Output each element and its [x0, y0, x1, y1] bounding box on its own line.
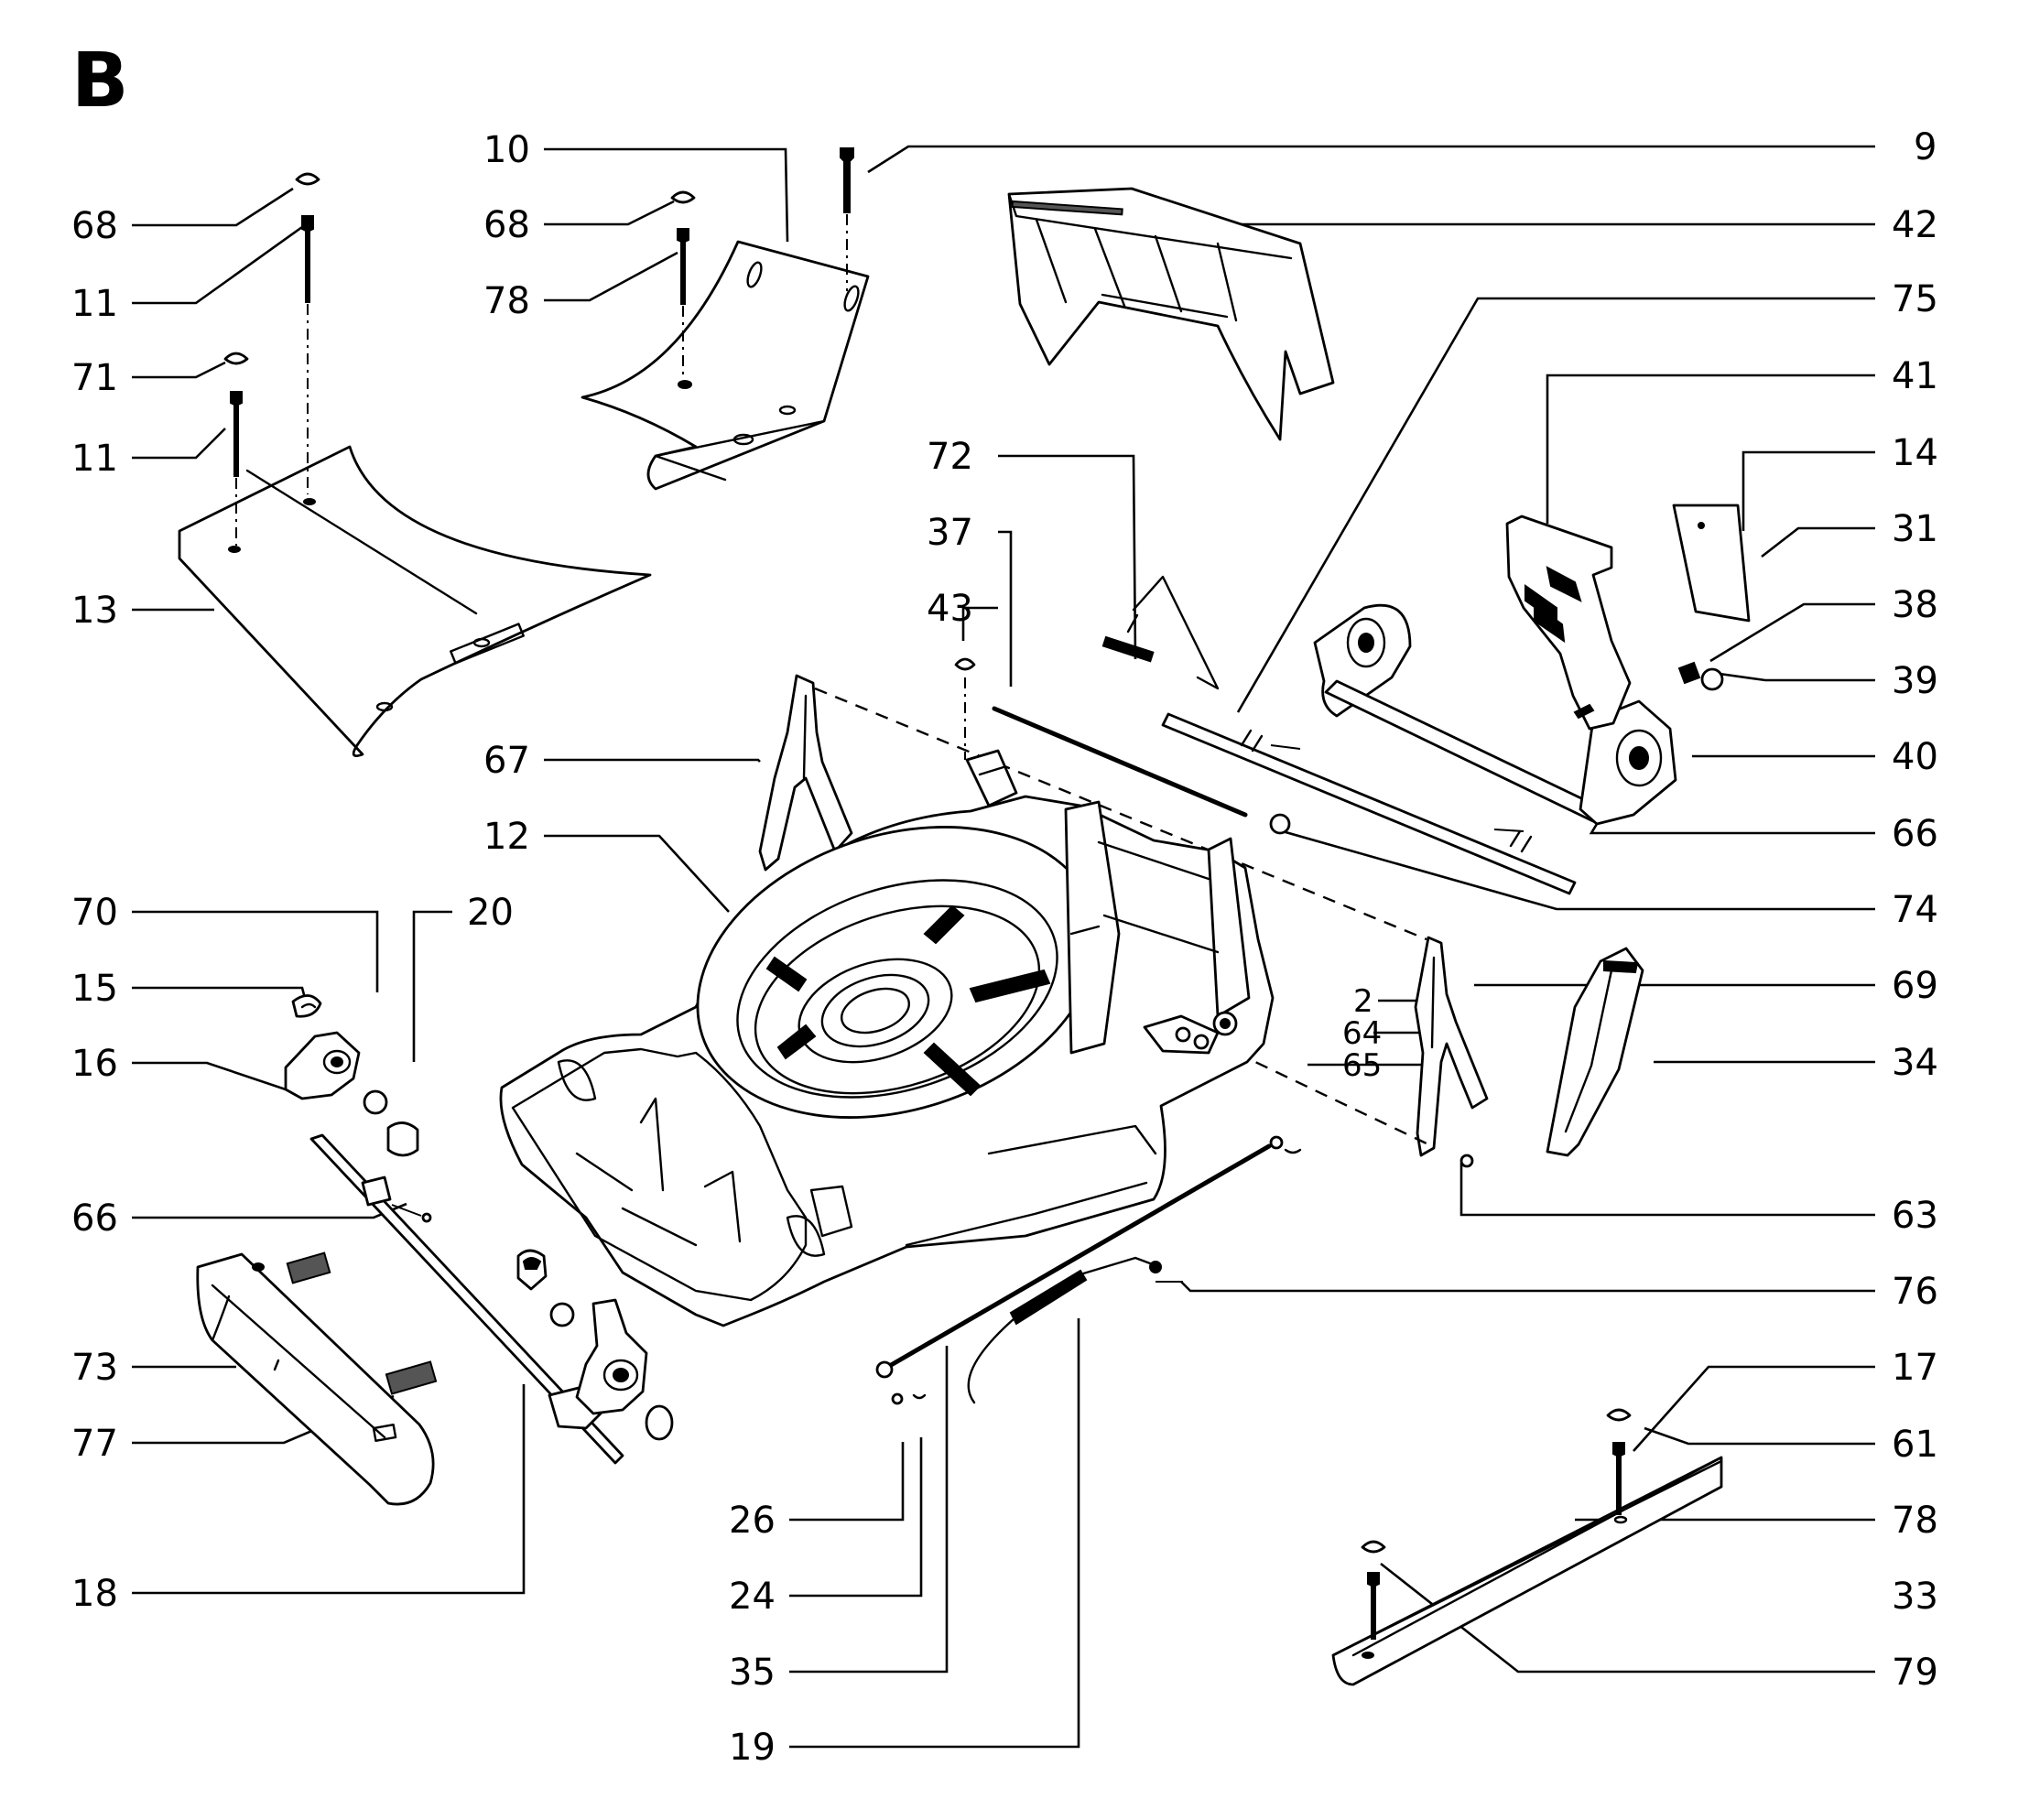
callout-13: 13	[71, 590, 118, 632]
part-14-31-cover-plate	[1672, 504, 1751, 691]
callout-33: 33	[1892, 1576, 1938, 1618]
callout-67: 67	[483, 740, 530, 782]
callout-68: 68	[71, 205, 118, 247]
callout-78: 78	[1892, 1500, 1938, 1542]
part-73-front-skid	[196, 1252, 435, 1506]
part-18-rear-axle-bracket	[516, 1249, 674, 1441]
callout-78: 78	[483, 280, 530, 322]
callout-74: 74	[1892, 889, 1938, 931]
callout-70: 70	[71, 892, 118, 934]
part-12-deck-housing	[499, 749, 1275, 1327]
callout-34: 34	[1892, 1042, 1938, 1084]
callout-68: 68	[483, 204, 530, 246]
part-75-axle	[1161, 712, 1577, 895]
callout-73: 73	[71, 1347, 118, 1389]
part-15-16-front-bracket	[284, 994, 419, 1157]
callout-19: 19	[729, 1727, 776, 1769]
part-42-deflector	[1007, 187, 1335, 441]
callout-26: 26	[729, 1500, 776, 1542]
screws-top-left	[223, 172, 320, 546]
part-10-bracket-plate	[580, 240, 870, 491]
callout-65: 65	[1342, 1047, 1382, 1084]
part-34-side-skid	[1546, 947, 1644, 1157]
callout-14: 14	[1892, 432, 1938, 474]
callout-72: 72	[927, 436, 973, 478]
callout-35: 35	[729, 1652, 776, 1694]
callout-64: 64	[1342, 1015, 1382, 1052]
callout-2: 2	[1353, 983, 1373, 1020]
callout-11: 11	[71, 438, 118, 480]
callout-66: 66	[1892, 813, 1938, 855]
callout-76: 76	[1892, 1271, 1938, 1313]
callout-71: 71	[71, 357, 118, 399]
callout-11: 11	[71, 283, 118, 325]
callout-17: 17	[1892, 1347, 1938, 1389]
part-69-height-link	[1414, 936, 1489, 1168]
screws-top-middle	[670, 147, 854, 379]
callout-61: 61	[1892, 1424, 1938, 1466]
part-18-front-axle	[309, 1133, 624, 1465]
part-72-clip	[1101, 575, 1220, 690]
callout-69: 69	[1892, 965, 1938, 1007]
callout-40: 40	[1892, 736, 1938, 778]
part-40-41-rear-axle-bracket	[1313, 515, 1677, 826]
callout-labels: 68 11 71 11 13 10 68 78 9 42 75 41 14 31…	[71, 126, 1938, 1769]
callout-10: 10	[483, 129, 530, 171]
callout-75: 75	[1892, 278, 1938, 320]
callout-39: 39	[1892, 660, 1938, 702]
screws-rear-bar	[1361, 1408, 1632, 1640]
callout-15: 15	[71, 968, 118, 1010]
callout-9: 9	[1914, 126, 1937, 168]
section-letter: B	[71, 38, 129, 125]
callout-12: 12	[483, 816, 530, 858]
part-35-cable-rod	[875, 1135, 1302, 1405]
part-77-pads	[286, 1251, 438, 1395]
part-33-rear-bar	[1331, 1456, 1723, 1686]
callout-66: 66	[71, 1197, 118, 1240]
callout-31: 31	[1892, 508, 1938, 550]
callout-38: 38	[1892, 584, 1938, 626]
callout-77: 77	[71, 1423, 118, 1465]
callout-79: 79	[1892, 1652, 1938, 1694]
part-37-rod	[954, 657, 1291, 835]
part-13-rear-flap	[178, 445, 652, 758]
part-19-spring	[967, 1256, 1183, 1404]
callout-16: 16	[71, 1043, 118, 1085]
callout-41: 41	[1892, 355, 1938, 397]
callout-37: 37	[927, 512, 973, 554]
part-67-height-link	[758, 674, 853, 872]
callout-42: 42	[1892, 204, 1938, 246]
callout-63: 63	[1892, 1195, 1938, 1237]
callout-24: 24	[729, 1576, 776, 1618]
callout-43: 43	[927, 588, 973, 630]
callout-18: 18	[71, 1573, 118, 1615]
callout-20: 20	[467, 892, 514, 934]
